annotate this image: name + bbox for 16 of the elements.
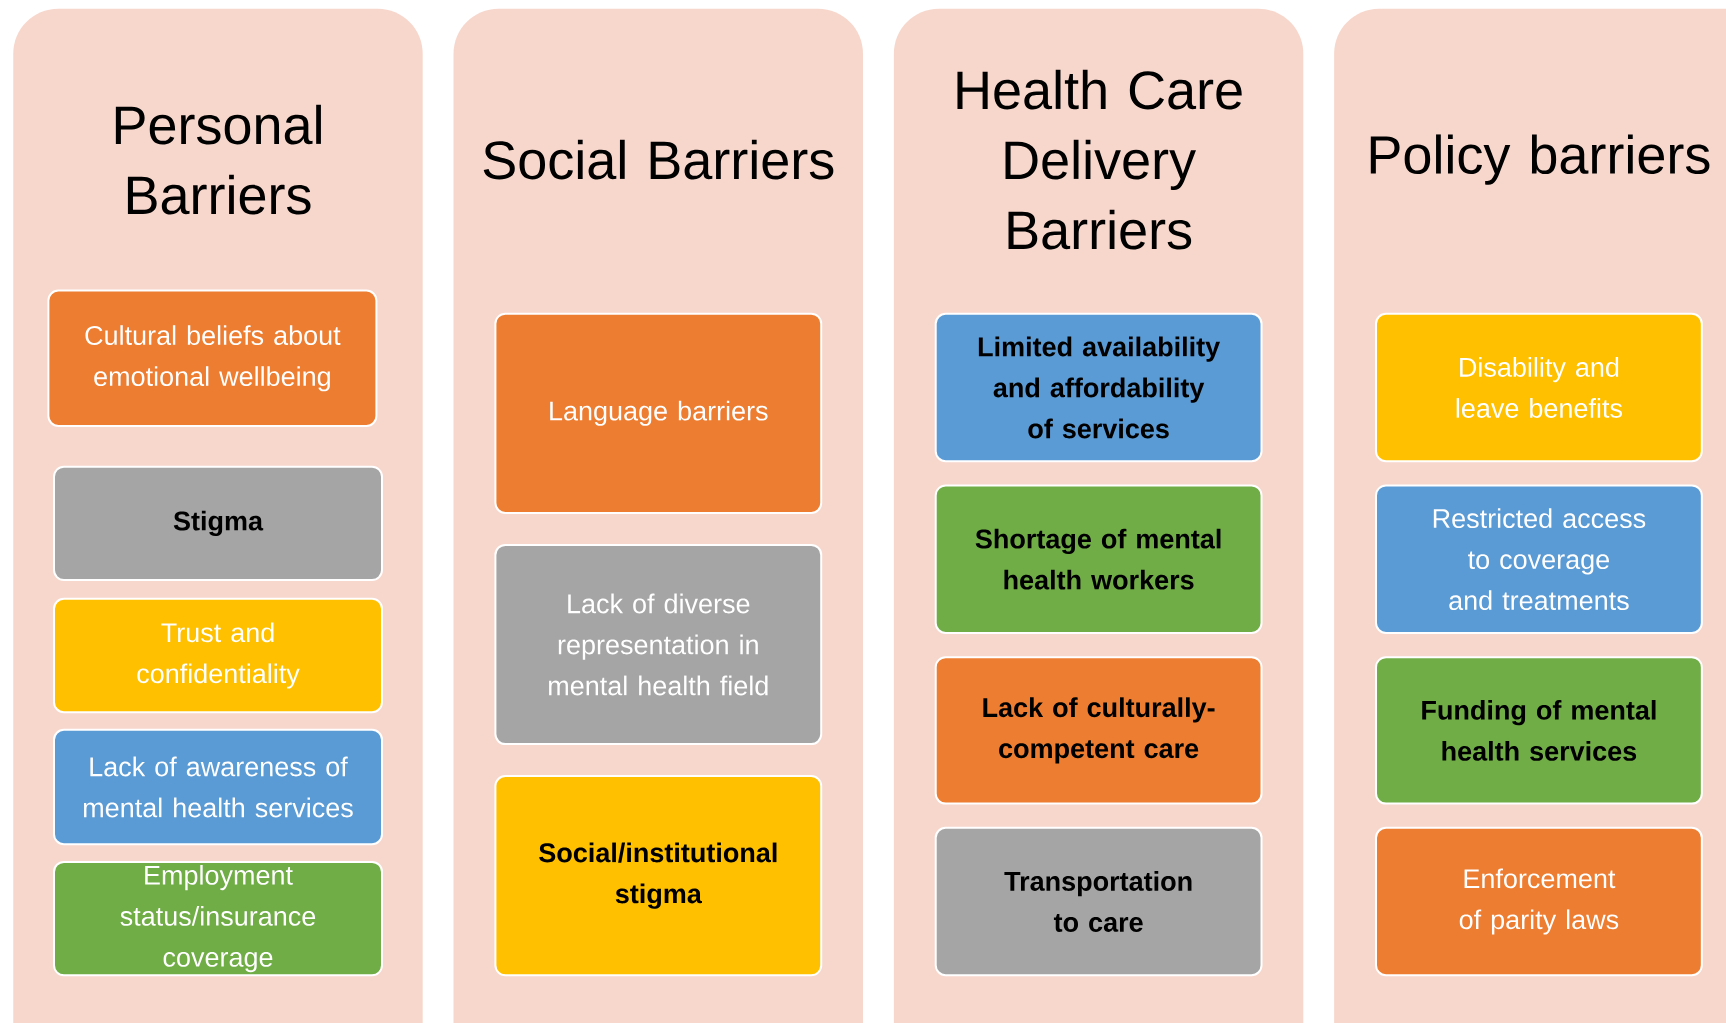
barrier-box: Transportation to care <box>934 826 1263 977</box>
barrier-box: Stigma <box>53 465 383 582</box>
barrier-box: Enforcement of parity laws <box>1375 826 1703 977</box>
barrier-box: Social/institutional stigma <box>494 775 823 977</box>
barrier-box: Limited availability and affordability of services <box>934 312 1263 463</box>
barrier-box: Employment status/insurance coverage <box>53 860 383 977</box>
barrier-box: Trust and confidentiality <box>53 597 383 714</box>
barrier-box: Language barriers <box>494 312 823 514</box>
barrier-box: Lack of culturally-competent care <box>934 656 1263 805</box>
barrier-box: Lack of diverse representation in mental health field <box>494 543 823 746</box>
barrier-box: Cultural beliefs about emotional wellbeing <box>47 289 378 427</box>
barrier-box: Disability and leave benefits <box>1375 312 1703 463</box>
barrier-box: Funding of mental health services <box>1375 656 1703 805</box>
barrier-box: Shortage of mental health workers <box>934 484 1263 634</box>
barrier-box: Lack of awareness of mental health services <box>53 728 383 846</box>
barrier-box: Restricted access to coverage and treatments <box>1375 484 1703 634</box>
